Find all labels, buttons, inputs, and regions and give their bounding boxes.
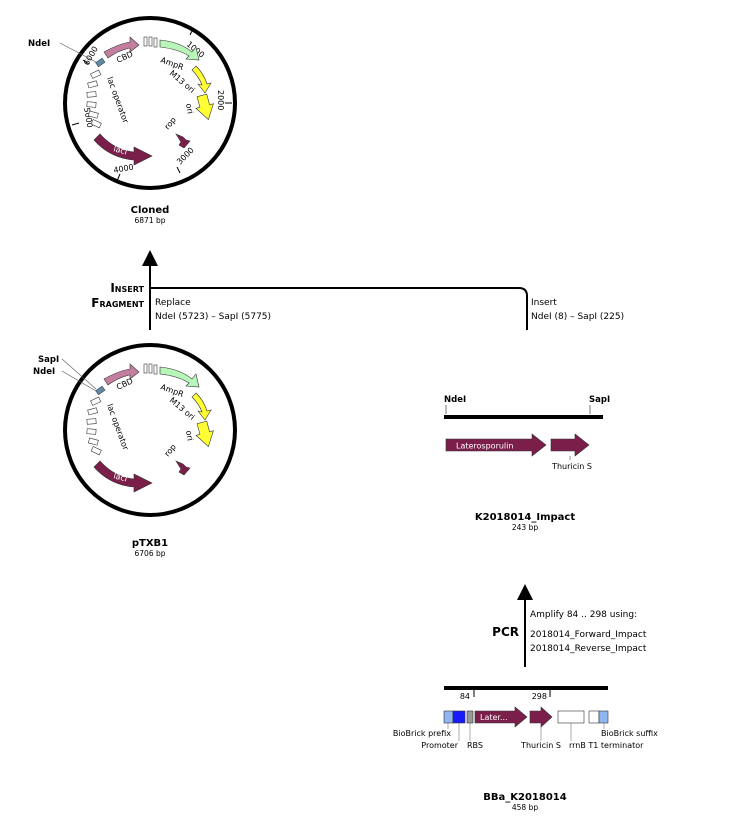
cloned-cbd-arrow[interactable] [103,36,140,59]
laterosporulin-label: Laterosporulin [456,442,513,451]
cloned-ori-arrow[interactable] [193,93,217,122]
pcr-primer-fwd: 2018014_Forward_Impact [530,630,647,640]
tick-5000: 5000 [82,107,94,129]
tick-3000: 3000 [175,146,196,167]
bba-later-label: Later... [480,713,508,722]
laterosporulin-arrow[interactable] [445,433,547,457]
cloned-m13ori-arrow[interactable] [191,65,212,94]
ptxb1-sapi-site: SapI [38,355,59,365]
cloned-ndei-site: NdeI [28,39,50,49]
insert-label-2: Fragment [91,296,144,310]
cloned-lacop-boxes [86,69,102,129]
bba-title: BBa_K2018014 [483,792,566,803]
ptxb1-small-boxes [143,363,158,375]
ptxb1-title: pTXB1 [132,538,168,549]
cloned-ticks [71,28,232,182]
cloned-backbone [63,16,237,190]
impact-size: 243 bp [512,523,538,532]
bba-promoter-label: Promoter [421,741,458,750]
ptxb1-ndei-leader [61,370,97,392]
ptxb1-cbd-arrow[interactable] [103,363,140,386]
bba-terminator-label: rrnB T1 terminator [569,741,644,750]
terminator-box[interactable] [557,710,585,724]
bba-thuricin-arrow[interactable] [529,706,553,728]
biobrick-prefix-box[interactable] [443,710,454,724]
ptxb1-site-marker [95,385,106,396]
pcr-label: PCR [492,625,519,639]
impact-linear-map[interactable]: NdeI SapI Laterosporulin Thuricin S K201… [444,395,610,532]
cloned-ndei-marker [95,57,106,68]
pcr-amplify: Amplify 84 .. 298 using: [530,610,637,620]
cloned-size: 6871 bp [135,216,166,225]
bba-prefix-label: BioBrick prefix [393,729,451,738]
biobrick-suffix-box[interactable] [598,710,609,724]
cloned-laci-label: lacI [112,144,128,156]
bba-pos-84: 84 [460,692,470,701]
ptxb1-sapi-leader [61,358,97,390]
bba-size: 458 bp [512,803,538,812]
cloned-ndei-leader [59,42,97,63]
insert-bracket-line [150,287,528,330]
rbs-box[interactable] [466,710,474,724]
thuricin-label: Thuricin S [551,462,592,471]
cloned-small-boxes [143,36,158,48]
tick-2000: 2000 [216,90,225,110]
ptxb1-rop-label: rop [163,442,178,458]
ptxb1-m13ori-label: M13 ori [168,396,197,422]
ptxb1-backbone [63,343,237,517]
ptxb1-lacop-boxes [86,396,102,456]
thuricin-arrow[interactable] [550,433,590,457]
cloned-m13ori-label: M13 ori [168,69,197,95]
ptxb1-lacop-label: lac operator [105,403,130,452]
bba-thuricin-label: Thuricin S [520,741,561,750]
impact-sapi-site: SapI [589,395,610,405]
ptxb1-m13ori-arrow[interactable] [191,392,212,421]
cloned-rop-label: rop [163,115,178,131]
ptxb1-rop-arrow[interactable] [175,460,191,476]
bba-rbs-label: RBS [467,741,483,750]
ptxb1-size: 6706 bp [135,549,166,558]
pcr-connector: PCR Amplify 84 .. 298 using: 2018014_For… [492,584,647,667]
cloned-title: Cloned [131,205,170,216]
impact-ndei-site: NdeI [444,395,466,405]
bba-pos-298: 298 [532,692,547,701]
insert-label-1: Insert [110,281,144,295]
pcr-primer-rev: 2018014_Reverse_Impact [530,644,647,654]
bba-later-arrow[interactable] [474,706,528,728]
cloned-ampr-arrow[interactable] [159,39,200,61]
cloned-lacop-label: lac operator [105,76,130,125]
insert-fragment-connector: Insert Fragment Replace NdeI (5723) – Sa… [91,250,624,330]
ptxb1-ndei-site: NdeI [33,367,55,377]
promoter-box[interactable] [452,710,466,724]
cloned-ori-label: ori [184,103,195,115]
bba-linear-map[interactable]: 84 298 Later... BioBrick prefix Promoter… [393,686,658,812]
ptxb1-plasmid-map[interactable]: CBD AmpR M13 ori ori rop lacI lac operat… [33,343,237,558]
cloned-laci-arrow[interactable] [93,133,153,166]
bba-suffix-label: BioBrick suffix [601,729,658,738]
cloned-plasmid-map[interactable]: 1000 2000 3000 4000 5000 6000 CBD AmpR M… [28,16,237,225]
impact-title: K2018014_Impact [475,512,575,523]
ptxb1-ori-arrow[interactable] [193,420,217,449]
insert-range: NdeI (8) – SapI (225) [531,312,624,322]
ptxb1-laci-arrow[interactable] [93,460,153,493]
replace-range: NdeI (5723) – SapI (5775) [155,312,271,322]
bba-leaders [447,723,605,741]
replace-title: Replace [155,298,191,308]
ptxb1-ori-label: ori [184,430,195,442]
insert-title: Insert [531,298,557,308]
ptxb1-ampr-arrow[interactable] [159,366,200,388]
ptxb1-laci-label: lacI [112,471,128,483]
suffix-box-1[interactable] [588,710,600,724]
tick-4000: 4000 [113,163,135,175]
cloned-rop-arrow[interactable] [175,133,191,149]
